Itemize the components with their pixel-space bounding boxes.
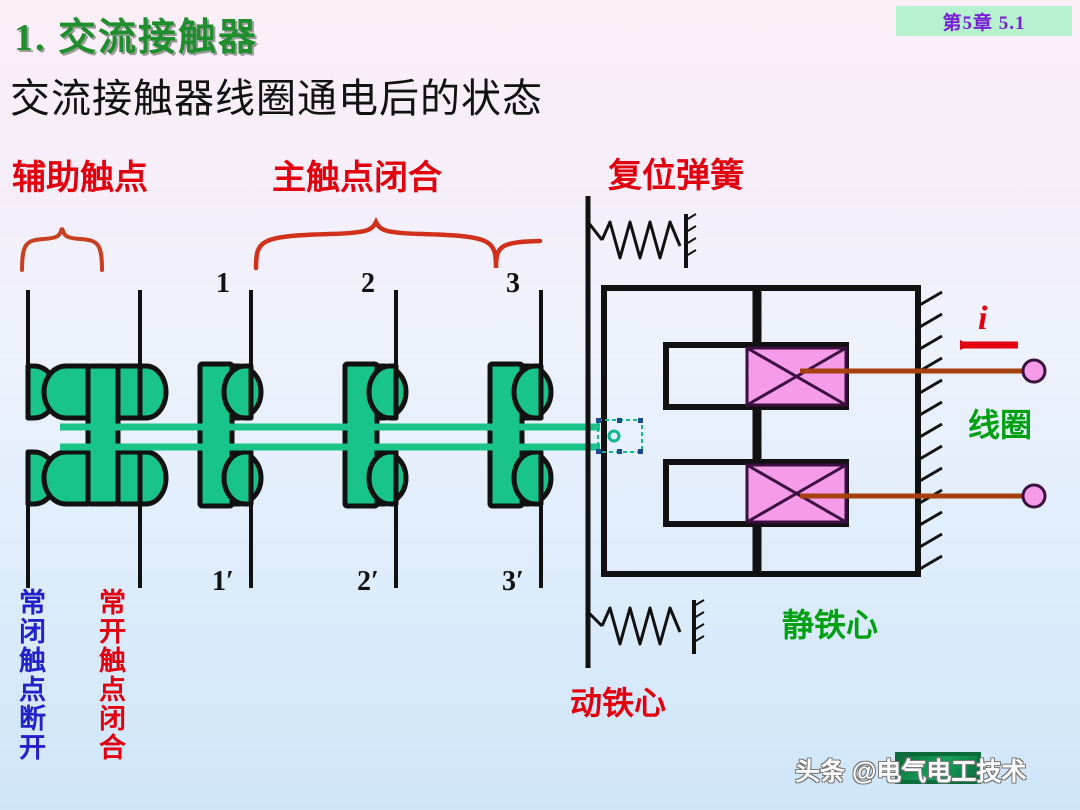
coil-winding-upper [745, 346, 848, 407]
contact-main-1-fixed-lower [221, 449, 254, 507]
bridge-pad-aux-no-lower-left [41, 449, 91, 507]
terminal-number-top-2: 2 [361, 268, 375, 299]
bridge-bar-aux-no [85, 363, 121, 507]
contact-main-1-fixed-upper [221, 363, 254, 421]
label-static-iron-core: 静铁心 [782, 607, 879, 643]
contact-set-main-3 [487, 361, 554, 509]
brace-auxiliary [20, 227, 104, 272]
contact-aux-no-fixed-lower [137, 449, 169, 507]
terminal-number-top-3: 3 [506, 268, 520, 299]
terminal-number-bottom-3: 3′ [502, 566, 524, 597]
contact-main-2-fixed-lower [366, 449, 399, 507]
terminal-number-bottom-1: 1′ [212, 566, 234, 597]
label-reset-spring: 复位弹簧 [608, 158, 744, 195]
label-main-contacts-closed: 主触点闭合 [272, 160, 442, 197]
label-moving-iron-core: 动铁心 [570, 685, 667, 721]
terminal-number-top-1: 1 [216, 268, 230, 299]
contact-set-auxiliary-no [41, 363, 169, 507]
label-auxiliary-contacts: 辅助触点 [12, 160, 148, 197]
contact-main-2-fixed-upper [366, 363, 399, 421]
contact-main-3-fixed-upper [511, 363, 544, 421]
armature-link-bars [60, 423, 600, 451]
label-no-contacts-closed: 常开触点闭合 [95, 588, 125, 762]
label-nc-contacts-open: 常闭触点断开 [15, 588, 45, 762]
brace-main [253, 216, 543, 271]
reset-spring-bottom [586, 599, 705, 654]
terminal-leads [26, 290, 543, 588]
terminal-post-lower[interactable] [1021, 483, 1047, 509]
watermark-label: 头条 @电气电工技术 [795, 758, 1027, 786]
terminal-post-upper[interactable] [1021, 358, 1047, 384]
mounting-wall [915, 288, 943, 574]
contact-aux-no-fixed-upper [137, 363, 169, 421]
selection-marker[interactable] [596, 418, 643, 454]
contact-set-main-1 [197, 361, 264, 509]
watermark-text: 头条 @电气电工技术 [795, 752, 1026, 788]
contact-main-3-fixed-lower [511, 449, 544, 507]
reset-spring-top [586, 213, 697, 268]
page-subtitle: 交流接触器线圈通电后的状态 [10, 76, 543, 121]
watermark-logo [895, 752, 981, 784]
contact-set-main-2 [342, 361, 409, 509]
current-symbol-i: i [978, 300, 988, 337]
chapter-badge-text: 第5章 5.1 [942, 12, 1026, 34]
label-coil: 线圈 [968, 407, 1033, 443]
bridge-pad-aux-no-upper-left [41, 363, 91, 421]
terminal-number-bottom-2: 2′ [357, 566, 379, 597]
static-iron-core [601, 285, 921, 577]
chapter-badge: 第5章 5.1 [896, 6, 1072, 36]
page-title: 1. 交流接触器 [14, 17, 259, 59]
